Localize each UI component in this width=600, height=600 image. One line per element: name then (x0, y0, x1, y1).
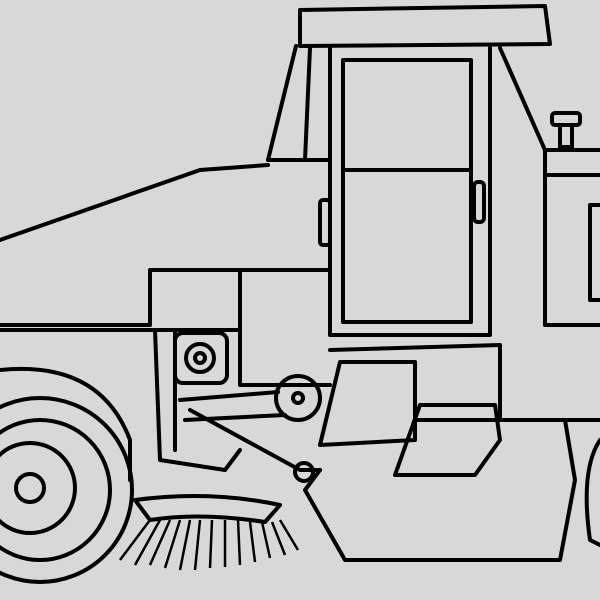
body-panels (303, 360, 600, 562)
rear-wheel (0, 366, 134, 584)
cab (266, 4, 600, 337)
front-wheel (584, 438, 600, 547)
brush (119, 494, 300, 571)
mechanism (153, 328, 322, 483)
hood (0, 163, 502, 422)
